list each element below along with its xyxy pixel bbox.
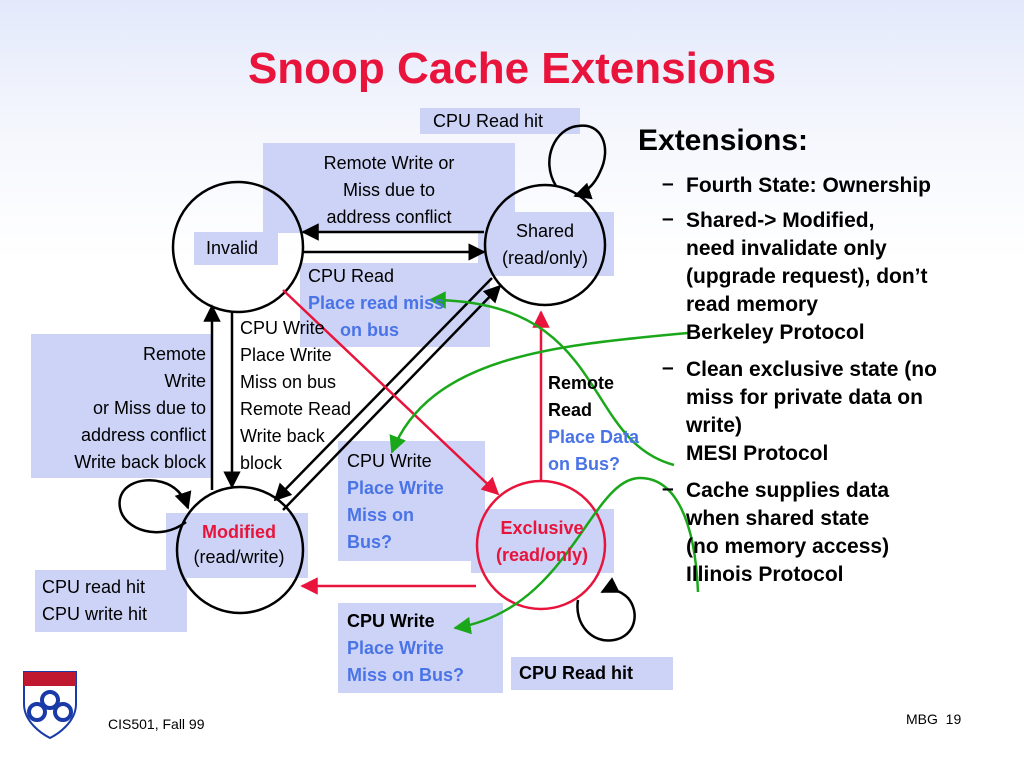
bullet-dash-1: –	[662, 172, 674, 195]
berkeley-green-arrow	[389, 331, 689, 454]
bullet-4-line2: when shared state	[686, 507, 870, 530]
footer-author: MBG	[906, 711, 938, 727]
cpu-write-mid-label-line4: Remote Read	[240, 399, 352, 419]
modified-state-label: Modified	[202, 522, 276, 542]
label-bg-remote-write	[263, 143, 515, 233]
cpu-write-mid-label-line1: CPU Write	[240, 318, 325, 338]
cpu-write-mid-label-line2: Place Write	[240, 345, 332, 365]
bullet-2-line2: need invalidate only	[686, 237, 887, 260]
extensions-heading: Extensions:	[638, 124, 809, 157]
cpu-write-center-blue-line3: Bus?	[347, 532, 392, 552]
cpu-write-bottom-label: CPU Write	[347, 611, 435, 631]
label-bg-invalid	[194, 232, 278, 265]
exclusive-state-circle	[475, 479, 607, 611]
bullet-dash-4: –	[662, 477, 674, 500]
footer-author-page: MBG 19	[906, 711, 961, 727]
remote-write-label-line3: address conflict	[326, 207, 452, 227]
berkeley-protocol-label: Berkeley Protocol	[686, 321, 865, 344]
left-remote-label-line1: Remote	[142, 344, 206, 364]
mesi-protocol-label: MESI Protocol	[686, 442, 829, 465]
bullet-3-line2: miss for private data on	[686, 386, 923, 409]
bullet-2-line4: read memory	[686, 293, 818, 316]
shared-self-loop	[548, 124, 607, 200]
modified-hits-label-line2: CPU write hit	[42, 604, 148, 624]
label-bg-modified	[166, 513, 308, 578]
slide-title: Snoop Cache Extensions	[247, 44, 777, 93]
left-remote-label-line4: address conflict	[80, 425, 206, 445]
invalid-to-exclusive-arrow	[282, 289, 500, 496]
bullet-1-line1: Fourth State: Ownership	[686, 174, 932, 197]
cpu-write-mid-label-line6: block	[240, 453, 283, 473]
bullet-3-line3: write)	[686, 414, 743, 437]
penn-shield-logo	[23, 671, 77, 740]
modified-state-sublabel: (read/write)	[193, 547, 285, 567]
shared-to-modified-arrow	[273, 277, 493, 502]
bullet-2-line3: (upgrade request), don’t	[686, 265, 928, 288]
illinois-green-arrow	[453, 476, 700, 635]
place-read-miss-label-line2: on bus	[340, 320, 399, 340]
modified-to-shared-arrow	[282, 284, 502, 511]
bullet-dash-2: –	[662, 207, 674, 230]
illinois-protocol-label: Illinois Protocol	[686, 563, 844, 586]
footer-page-number: 19	[945, 711, 962, 727]
label-bg-cpu-read-hit-top	[420, 108, 580, 134]
bullet-3-line1: Clean exclusive state (no	[686, 358, 937, 381]
cpu-read-hit-bottom-label: CPU Read hit	[519, 663, 634, 683]
label-bg-left-remote	[31, 334, 211, 478]
remote-write-label-line1: Remote Write or	[323, 153, 455, 173]
label-bg-cpu-write-bottom	[338, 603, 503, 693]
cpu-write-mid-label-line3: Miss on bus	[240, 372, 337, 392]
place-data-label-line1: Place Data	[548, 427, 640, 447]
cpu-write-mid-label-line5: Write back	[240, 426, 325, 446]
invalid-state-label: Invalid	[206, 238, 259, 258]
label-bg-cpu-read	[300, 263, 490, 347]
bullet-2-line1: Shared-> Modified,	[686, 209, 875, 232]
place-data-label-line2: on Bus?	[548, 454, 620, 474]
left-remote-label-line2: Write	[164, 371, 206, 391]
shared-state-label: Shared	[515, 221, 575, 241]
cpu-write-bottom-blue-line1: Place Write	[347, 638, 444, 658]
remote-write-label-line2: Miss due to	[342, 180, 436, 200]
cpu-write-bottom-blue-line2: Miss on Bus?	[347, 665, 465, 685]
footer-course: CIS501, Fall 99	[108, 716, 205, 732]
bullet-4-line3: (no memory access)	[686, 535, 890, 558]
cpu-write-center-blue-line2: Miss on	[347, 505, 415, 525]
label-bg-modified-hits	[35, 570, 187, 632]
cpu-write-center-blue-line1: Place Write	[347, 478, 444, 498]
mesi-green-arrow	[428, 291, 675, 467]
label-bg-cpu-read-hit-bottom	[511, 657, 673, 690]
left-remote-label-line3: or Miss due to	[92, 398, 206, 418]
cpu-read-label: CPU Read	[308, 266, 395, 286]
bullet-4-line1: Cache supplies data	[686, 479, 890, 502]
place-read-miss-label-line1: Place read miss	[308, 293, 445, 313]
modified-hits-label-line1: CPU read hit	[42, 577, 146, 597]
modified-self-loop	[118, 479, 192, 534]
shared-state-sublabel: (read/only)	[501, 248, 589, 268]
exclusive-state-label: Exclusive	[500, 518, 584, 538]
exclusive-state-sublabel: (read/only)	[495, 545, 588, 565]
label-bg-cpu-write-center	[338, 441, 485, 561]
remote-read-label-line1: Remote	[548, 373, 615, 393]
invalid-state-circle	[171, 180, 305, 314]
label-bg-shared	[478, 212, 614, 276]
cpu-read-hit-top-label: CPU Read hit	[433, 111, 544, 131]
left-remote-label-line5: Write back block	[74, 452, 206, 472]
exclusive-self-loop	[576, 577, 636, 642]
remote-read-label-line2: Read	[548, 400, 593, 420]
cpu-write-center-label: CPU Write	[347, 451, 432, 471]
bullet-dash-3: –	[662, 356, 674, 379]
